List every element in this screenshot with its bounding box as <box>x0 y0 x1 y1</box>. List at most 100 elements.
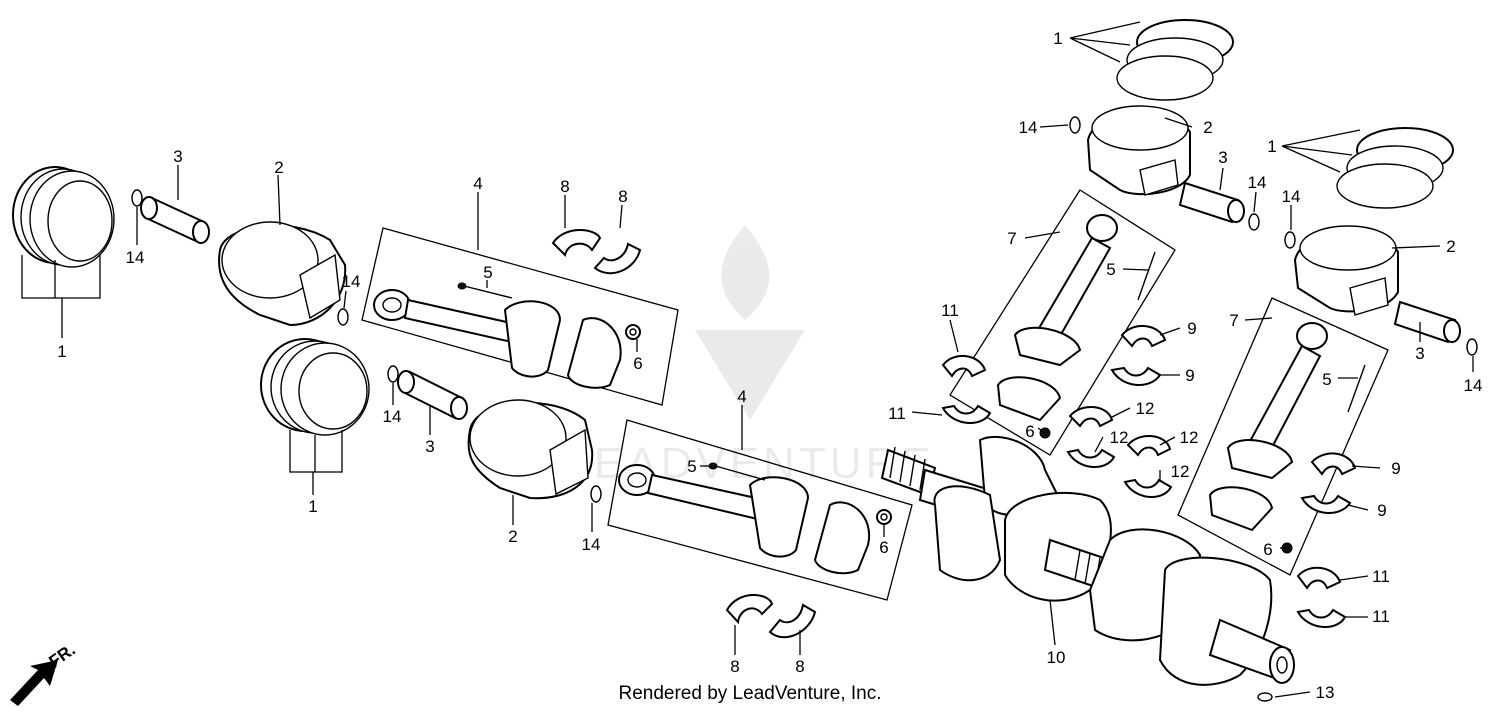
callout-4[interactable]: 4 <box>737 387 746 406</box>
piston-lower-left[interactable] <box>467 399 594 500</box>
callout-1[interactable]: 1 <box>308 497 317 516</box>
callout-7[interactable]: 7 <box>1007 229 1016 248</box>
callout-14[interactable]: 14 <box>1248 173 1267 192</box>
callout-6[interactable]: 6 <box>633 354 642 373</box>
piston-pin-clip-8[interactable] <box>1466 338 1478 356</box>
piston-pin-clip-5[interactable] <box>1069 116 1081 134</box>
rod-nut-upper[interactable] <box>625 324 641 340</box>
callout-6[interactable]: 6 <box>1025 422 1034 441</box>
piston-pin-clip-7[interactable] <box>1284 231 1296 249</box>
piston-upper-left[interactable] <box>218 221 347 327</box>
main-bearing-11b[interactable] <box>941 404 992 425</box>
callout-11[interactable]: 11 <box>1372 607 1390 626</box>
callout-2[interactable]: 2 <box>1446 237 1455 256</box>
callout-6[interactable]: 6 <box>879 538 888 557</box>
callout-5[interactable]: 5 <box>1322 370 1331 389</box>
callout-9[interactable]: 9 <box>1391 459 1400 478</box>
callout-8[interactable]: 8 <box>560 177 569 196</box>
connecting-rod-right-b[interactable] <box>1226 322 1328 480</box>
callout-9[interactable]: 9 <box>1377 501 1386 520</box>
callout-7[interactable]: 7 <box>1229 311 1238 330</box>
callout-1[interactable]: 1 <box>1267 137 1276 156</box>
piston-pin-clip-6[interactable] <box>1248 213 1260 231</box>
thrust-bearing-12d[interactable] <box>1123 478 1173 499</box>
callout-8[interactable]: 8 <box>795 657 804 676</box>
callout-6[interactable]: 6 <box>1263 540 1272 559</box>
callout-5[interactable]: 5 <box>483 263 492 282</box>
main-bearing-11a[interactable] <box>941 355 987 378</box>
callout-14[interactable]: 14 <box>342 272 361 291</box>
callout-2[interactable]: 2 <box>508 527 517 546</box>
crankshaft-key[interactable] <box>1257 692 1273 702</box>
piston-pin-upper-right-a[interactable] <box>1178 181 1245 224</box>
callout-1[interactable]: 1 <box>1053 29 1062 48</box>
rod-bearing-9d[interactable] <box>1300 494 1352 515</box>
callout-12[interactable]: 12 <box>1171 462 1190 481</box>
main-bearing-lower-b[interactable] <box>768 603 817 639</box>
rod-bearing-9a[interactable] <box>1120 325 1167 348</box>
callout-11[interactable]: 11 <box>1372 567 1390 586</box>
piston-pin-clip-4[interactable] <box>590 485 602 503</box>
callout-12[interactable]: 12 <box>1110 428 1129 447</box>
callout-10[interactable]: 10 <box>1047 648 1066 667</box>
callout-1[interactable]: 1 <box>57 342 66 361</box>
callout-11[interactable]: 11 <box>888 404 906 423</box>
callout-12[interactable]: 12 <box>1136 399 1155 418</box>
piston-pin-clip-1[interactable] <box>131 189 143 207</box>
piston-pin-clip-3[interactable] <box>387 365 399 383</box>
callout-14[interactable]: 14 <box>126 248 145 267</box>
callout-14[interactable]: 14 <box>1282 187 1301 206</box>
callout-11[interactable]: 11 <box>941 301 959 320</box>
rod-cap-lower[interactable] <box>813 501 871 575</box>
rod-bolt-upper[interactable] <box>457 282 513 299</box>
callout-2[interactable]: 2 <box>274 158 283 177</box>
callout-13[interactable]: 13 <box>1316 683 1335 702</box>
main-bearing-lower-a[interactable] <box>725 593 774 625</box>
rod-nut-lower[interactable] <box>876 509 892 525</box>
piston-upper-right-a[interactable] <box>1086 105 1191 196</box>
connecting-rod-right-a[interactable] <box>1013 214 1118 367</box>
piston-ring-set-upper-right-a[interactable] <box>1116 19 1234 101</box>
callout-8[interactable]: 8 <box>730 657 739 676</box>
piston-ring-set-upper-right-b[interactable] <box>1336 127 1454 209</box>
callout-5[interactable]: 5 <box>687 457 696 476</box>
callout-3[interactable]: 3 <box>425 437 434 456</box>
callout-3[interactable]: 3 <box>1218 148 1227 167</box>
main-bearing-11c[interactable] <box>1296 566 1342 590</box>
piston-ring-set-lower-left[interactable] <box>260 338 370 436</box>
piston-pin-upper-left[interactable] <box>140 196 210 244</box>
rod-bolt-right-a[interactable] <box>1137 251 1156 301</box>
rod-cap-upper[interactable] <box>566 317 622 389</box>
main-bearing-11d[interactable] <box>1296 608 1347 629</box>
rod-bearing-9c[interactable] <box>1310 452 1357 476</box>
connecting-rod-lower[interactable] <box>618 464 810 558</box>
piston-upper-right-b[interactable] <box>1293 225 1399 316</box>
thrust-bearing-12b[interactable] <box>1066 448 1116 469</box>
piston-ring-set-upper-left[interactable] <box>12 166 115 268</box>
callout-12[interactable]: 12 <box>1180 428 1199 447</box>
connecting-rod-upper[interactable] <box>373 289 562 378</box>
crankshaft[interactable] <box>880 435 1295 686</box>
callout-14[interactable]: 14 <box>582 535 601 554</box>
callout-3[interactable]: 3 <box>1415 344 1424 363</box>
callout-14[interactable]: 14 <box>383 407 402 426</box>
thrust-bearing-12c[interactable] <box>1126 435 1172 457</box>
piston-pin-clip-2[interactable] <box>337 308 349 326</box>
main-bearing-upper-a[interactable] <box>551 229 602 257</box>
rod-bolt-lower[interactable] <box>708 462 766 481</box>
callout-9[interactable]: 9 <box>1185 366 1194 385</box>
callout-3[interactable]: 3 <box>173 147 182 166</box>
piston-pin-upper-right-b[interactable] <box>1393 300 1461 344</box>
callout-14[interactable]: 14 <box>1019 118 1038 137</box>
rod-bolt-right-b[interactable] <box>1347 364 1366 413</box>
main-bearing-upper-b[interactable] <box>593 242 642 275</box>
callout-8[interactable]: 8 <box>618 187 627 206</box>
callout-2[interactable]: 2 <box>1203 118 1212 137</box>
callout-14[interactable]: 14 <box>1464 376 1483 395</box>
callout-5[interactable]: 5 <box>1106 260 1115 279</box>
rod-cap-right-a[interactable] <box>996 376 1062 422</box>
callout-9[interactable]: 9 <box>1187 319 1196 338</box>
rod-bearing-9b[interactable] <box>1110 366 1162 387</box>
thrust-bearing-12a[interactable] <box>1068 406 1114 428</box>
rod-cap-right-b[interactable] <box>1208 486 1274 532</box>
